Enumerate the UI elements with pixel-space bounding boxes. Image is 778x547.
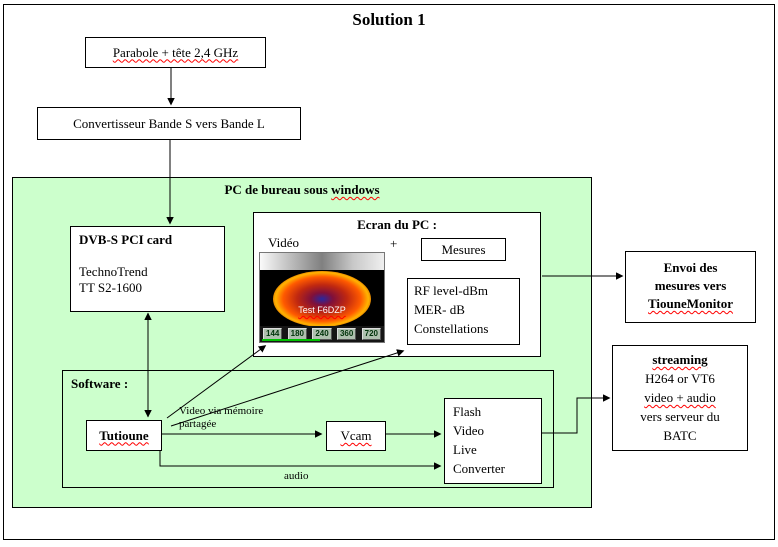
flash-line: Flash	[453, 404, 482, 419]
vcam-box: Vcam	[326, 421, 386, 451]
audio-label: audio	[284, 470, 309, 482]
plus-sign: +	[390, 236, 398, 251]
grayscale-band	[260, 253, 384, 270]
rate-chip: 144	[263, 328, 283, 340]
streaming-line: vers serveur du	[640, 409, 720, 424]
dvbs-card-model: TT S2-1600	[79, 280, 142, 295]
shared-memory-label: Video via mémoire partagée	[179, 405, 264, 430]
streaming-title: streaming	[652, 352, 708, 367]
envoi-line: Envoi des	[663, 260, 718, 275]
mesures-box: Mesures	[421, 238, 506, 261]
flash-line: Converter	[453, 461, 505, 476]
dvbs-card-brand: TechnoTrend	[79, 264, 148, 279]
convertisseur-label: Convertisseur Bande S vers Bande L	[73, 115, 265, 131]
software-box: Software : Tutioune Video via mémoire pa…	[62, 370, 554, 488]
tutioune-box: Tutioune	[86, 420, 162, 451]
streaming-line: video + audio	[644, 390, 716, 405]
rate-chip: 720	[361, 328, 381, 340]
rate-chip: 180	[287, 328, 308, 340]
software-title: Software :	[71, 376, 129, 391]
pc-group-label-text: PC de bureau sous	[224, 182, 332, 197]
dvbs-card-box: DVB-S PCI card TechnoTrend TT S2-1600	[70, 226, 225, 312]
symbol-rate-strip: 144 180 240 360 720	[260, 326, 384, 342]
convertisseur-box: Convertisseur Bande S vers Bande L	[37, 107, 301, 140]
mer-line: MER- dB	[414, 302, 465, 317]
vcam-label: Vcam	[340, 428, 372, 443]
ecran-title: Ecran du PC :	[357, 217, 437, 232]
mesures-label: Mesures	[441, 241, 486, 257]
video-thumbnail: Test F6DZP 144 180 240 360 720	[259, 252, 385, 343]
streaming-line: BATC	[663, 428, 697, 443]
parabole-label: Parabole + tête 2,4 GHz	[112, 44, 239, 60]
flash-line: Live	[453, 442, 477, 457]
flash-video-live-converter-box: Flash Video Live Converter	[444, 398, 542, 484]
rf-line: RF level-dBm	[414, 283, 489, 298]
pc-group-label: PC de bureau sous windows	[12, 182, 592, 198]
thermal-blob	[273, 271, 371, 327]
video-caption: Test F6DZP	[298, 305, 346, 315]
constellations-line: Constellations	[414, 321, 489, 336]
rate-chip: 240	[312, 328, 332, 340]
rf-measures-box: RF level-dBm MER- dB Constellations	[407, 278, 520, 345]
ecran-box: Ecran du PC : Vidéo + Mesures Test F6DZP…	[253, 212, 541, 357]
parabole-box: Parabole + tête 2,4 GHz	[85, 37, 266, 68]
tutioune-label: Tutioune	[99, 427, 149, 443]
video-label: Vidéo	[268, 235, 299, 250]
streaming-box: streaming H264 or VT6 video + audio vers…	[612, 345, 748, 451]
diagram-title: Solution 1	[352, 10, 426, 29]
flash-line: Video	[453, 423, 484, 438]
envoi-line: mesures vers	[654, 278, 727, 293]
envoi-mesures-box: Envoi des mesures vers TiouneMonitor	[625, 251, 756, 323]
rate-chip: 360	[336, 328, 357, 340]
streaming-line: H264 or VT6	[645, 371, 715, 386]
tiounemonitor-label: TiouneMonitor	[648, 296, 733, 311]
pc-group-label-flagged: windows	[331, 182, 380, 197]
dvbs-card-title: DVB-S PCI card	[79, 232, 173, 247]
